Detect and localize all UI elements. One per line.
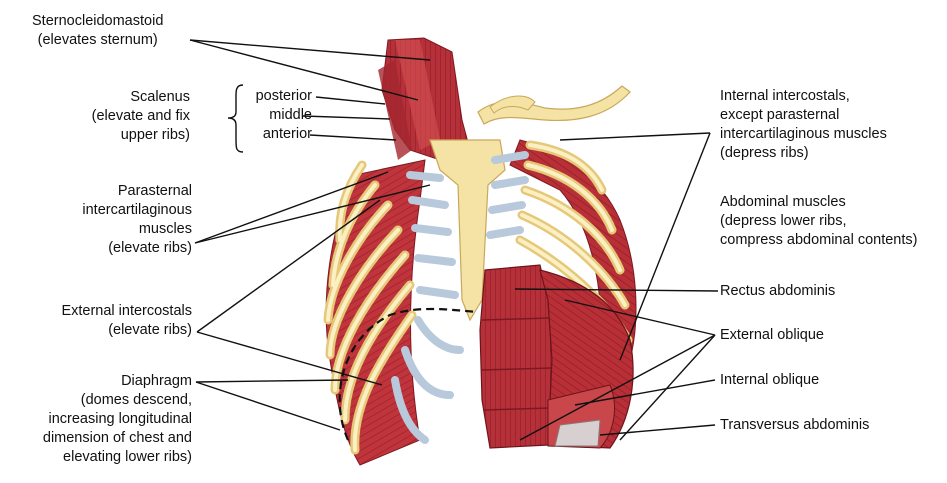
scalenus-action-1: (elevate and fix bbox=[72, 107, 190, 126]
clavicles bbox=[478, 86, 630, 124]
label-scalenus-parts: posterior middle anterior bbox=[240, 87, 312, 144]
label-sternocleidomastoid: Sternocleidomastoid (elevates sternum) bbox=[32, 12, 163, 50]
internal-intercostals-qual-2: intercartilaginous muscles bbox=[720, 125, 887, 144]
label-external-oblique: External oblique bbox=[720, 326, 824, 345]
diaphragm-action-2: increasing longitudinal bbox=[10, 410, 192, 429]
abdominal-action-1: (depress lower ribs, bbox=[720, 212, 917, 231]
internal-intercostals-action: (depress ribs) bbox=[720, 144, 887, 163]
diaphragm-action-4: elevating lower ribs) bbox=[10, 448, 192, 467]
scalenus-middle: middle bbox=[240, 106, 312, 125]
parasternal-action: (elevate ribs) bbox=[40, 239, 192, 258]
label-diaphragm: Diaphragm (domes descend, increasing lon… bbox=[10, 372, 192, 467]
label-internal-intercostals: Internal intercostals, except parasterna… bbox=[720, 87, 887, 163]
scalenus-action-2: upper ribs) bbox=[72, 126, 190, 145]
label-parasternal: Parasternal intercartilaginous muscles (… bbox=[40, 182, 192, 258]
external-intercostals-name: External intercostals bbox=[20, 302, 192, 321]
abdominal-name: Abdominal muscles bbox=[720, 193, 917, 212]
label-scalenus: Scalenus (elevate and fix upper ribs) bbox=[72, 88, 190, 145]
parasternal-line-2: intercartilaginous bbox=[40, 201, 192, 220]
scalenus-posterior: posterior bbox=[240, 87, 312, 106]
diaphragm-name: Diaphragm bbox=[10, 372, 192, 391]
parasternal-line-1: Parasternal bbox=[40, 182, 192, 201]
scalenus-name: Scalenus bbox=[72, 88, 190, 107]
diaphragm-action-3: dimension of chest and bbox=[10, 429, 192, 448]
scm-name: Sternocleidomastoid bbox=[32, 12, 163, 31]
internal-intercostals-name: Internal intercostals, bbox=[720, 87, 887, 106]
label-internal-oblique: Internal oblique bbox=[720, 371, 819, 390]
scm-action: (elevates sternum) bbox=[32, 31, 163, 50]
label-external-intercostals: External intercostals (elevate ribs) bbox=[20, 302, 192, 340]
label-transversus-abdominis: Transversus abdominis bbox=[720, 416, 869, 435]
internal-intercostals-qual-1: except parasternal bbox=[720, 106, 887, 125]
scalenus-anterior: anterior bbox=[240, 125, 312, 144]
external-intercostals-action: (elevate ribs) bbox=[20, 321, 192, 340]
diaphragm-action-1: (domes descend, bbox=[10, 391, 192, 410]
abdominal-action-2: compress abdominal contents) bbox=[720, 231, 917, 250]
parasternal-line-3: muscles bbox=[40, 220, 192, 239]
label-abdominal-muscles: Abdominal muscles (depress lower ribs, c… bbox=[720, 193, 917, 250]
label-rectus-abdominis: Rectus abdominis bbox=[720, 282, 835, 301]
